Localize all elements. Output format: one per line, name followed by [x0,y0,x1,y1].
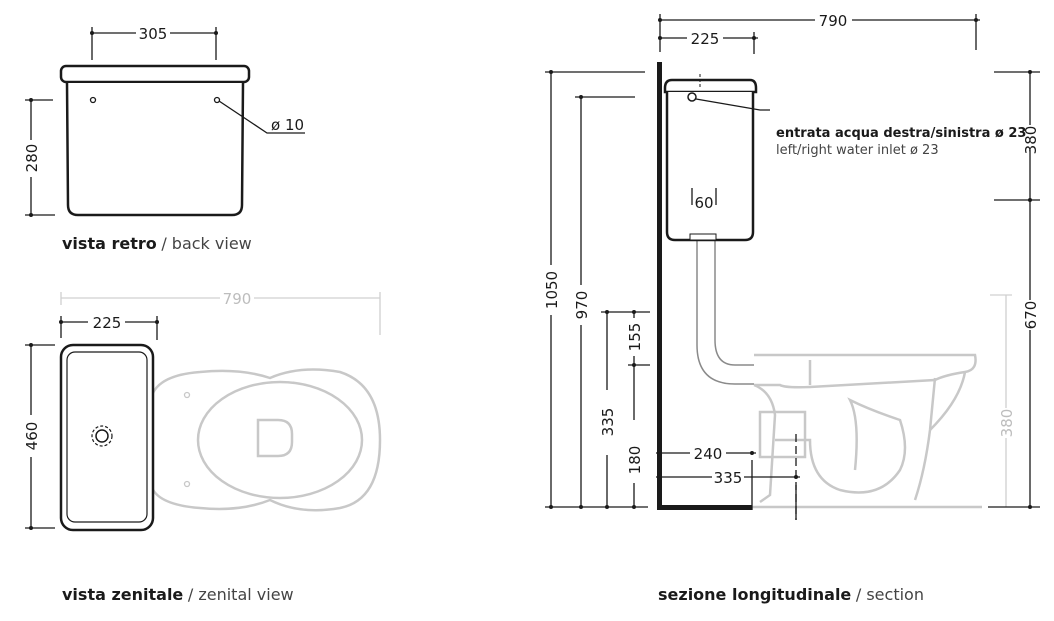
bowl-outline [150,368,382,512]
inlet-note: entrata acqua destra/sinistra ø 23 [776,126,1026,141]
outlet-dimension: 60 [694,194,713,212]
mount-hole [213,96,221,104]
height-155: 155 [626,323,644,352]
height-dimension: 280 [23,144,41,173]
height-970: 970 [573,291,591,320]
view-caption: vista retro / back view [62,234,252,253]
tank-depth-dimension: 225 [93,314,122,332]
height-380-tank: 380 [1022,126,1040,155]
total-length-dimension: 790 [223,290,252,308]
toilet-bowl-outline [752,353,982,509]
view-caption: vista zenitale / zenital view [62,585,294,604]
width-dimension: 305 [139,25,168,43]
outlet-icon [91,425,113,447]
flush-pipe [696,240,754,385]
tank-body [65,82,245,217]
height-180: 180 [626,446,644,475]
hole-diameter-note: ø 10 [271,116,304,134]
wall [657,62,662,510]
tank-depth-dimension: 225 [691,30,720,48]
tank-lid [59,64,251,84]
floor [657,505,752,510]
depth-335: 335 [714,469,743,487]
height-1050: 1050 [543,271,561,309]
tank-body [665,92,755,242]
height-335: 335 [599,408,617,437]
water-inlet-icon [687,92,697,102]
back-view: 305 ø 10 280 vista retro / back view [23,25,305,253]
section-view: 790 225 entrata acqua destra/sinistra ø … [543,12,1040,604]
tank-lid [663,78,758,94]
top-view: 790 225 460 vista zenitale / zenital vie… [23,290,382,604]
view-caption: sezione longitudinale / section [658,585,924,604]
height-380-bowl: 380 [998,409,1016,438]
mount-hole [89,96,97,104]
total-depth-dimension: 790 [819,12,848,30]
tank-top-outline [59,343,155,532]
height-670: 670 [1022,301,1040,330]
width-dimension: 460 [23,422,41,451]
inlet-note-en: left/right water inlet ø 23 [776,143,939,158]
depth-240: 240 [694,445,723,463]
